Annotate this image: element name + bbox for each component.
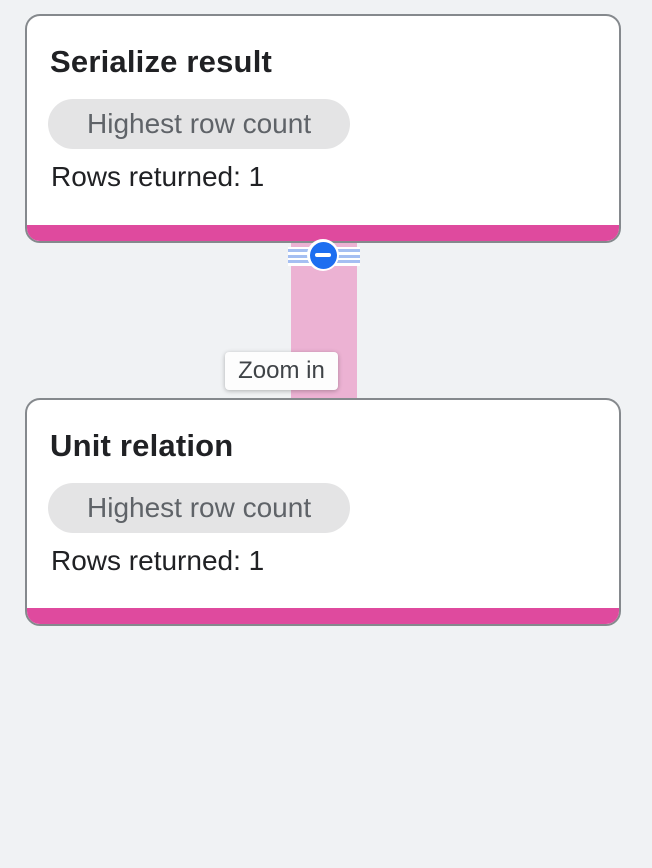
zoom-in-tooltip: Zoom in bbox=[225, 352, 338, 390]
collapse-edge-button[interactable] bbox=[307, 239, 339, 271]
row-count-accent-bar bbox=[27, 225, 619, 241]
plan-node-serialize-result[interactable]: Serialize result Highest row count Rows … bbox=[25, 14, 621, 243]
highest-row-count-badge: Highest row count bbox=[48, 99, 351, 149]
rows-returned-label: Rows returned: 1 bbox=[51, 545, 265, 576]
node-title: Unit relation bbox=[50, 428, 234, 463]
highest-row-count-badge: Highest row count bbox=[48, 483, 351, 533]
rows-returned-label: Rows returned: 1 bbox=[51, 161, 265, 192]
row-count-accent-bar bbox=[27, 608, 619, 624]
node-title: Serialize result bbox=[50, 44, 273, 79]
plan-node-unit-relation[interactable]: Unit relation Highest row count Rows ret… bbox=[25, 398, 621, 626]
minus-icon bbox=[309, 241, 337, 269]
